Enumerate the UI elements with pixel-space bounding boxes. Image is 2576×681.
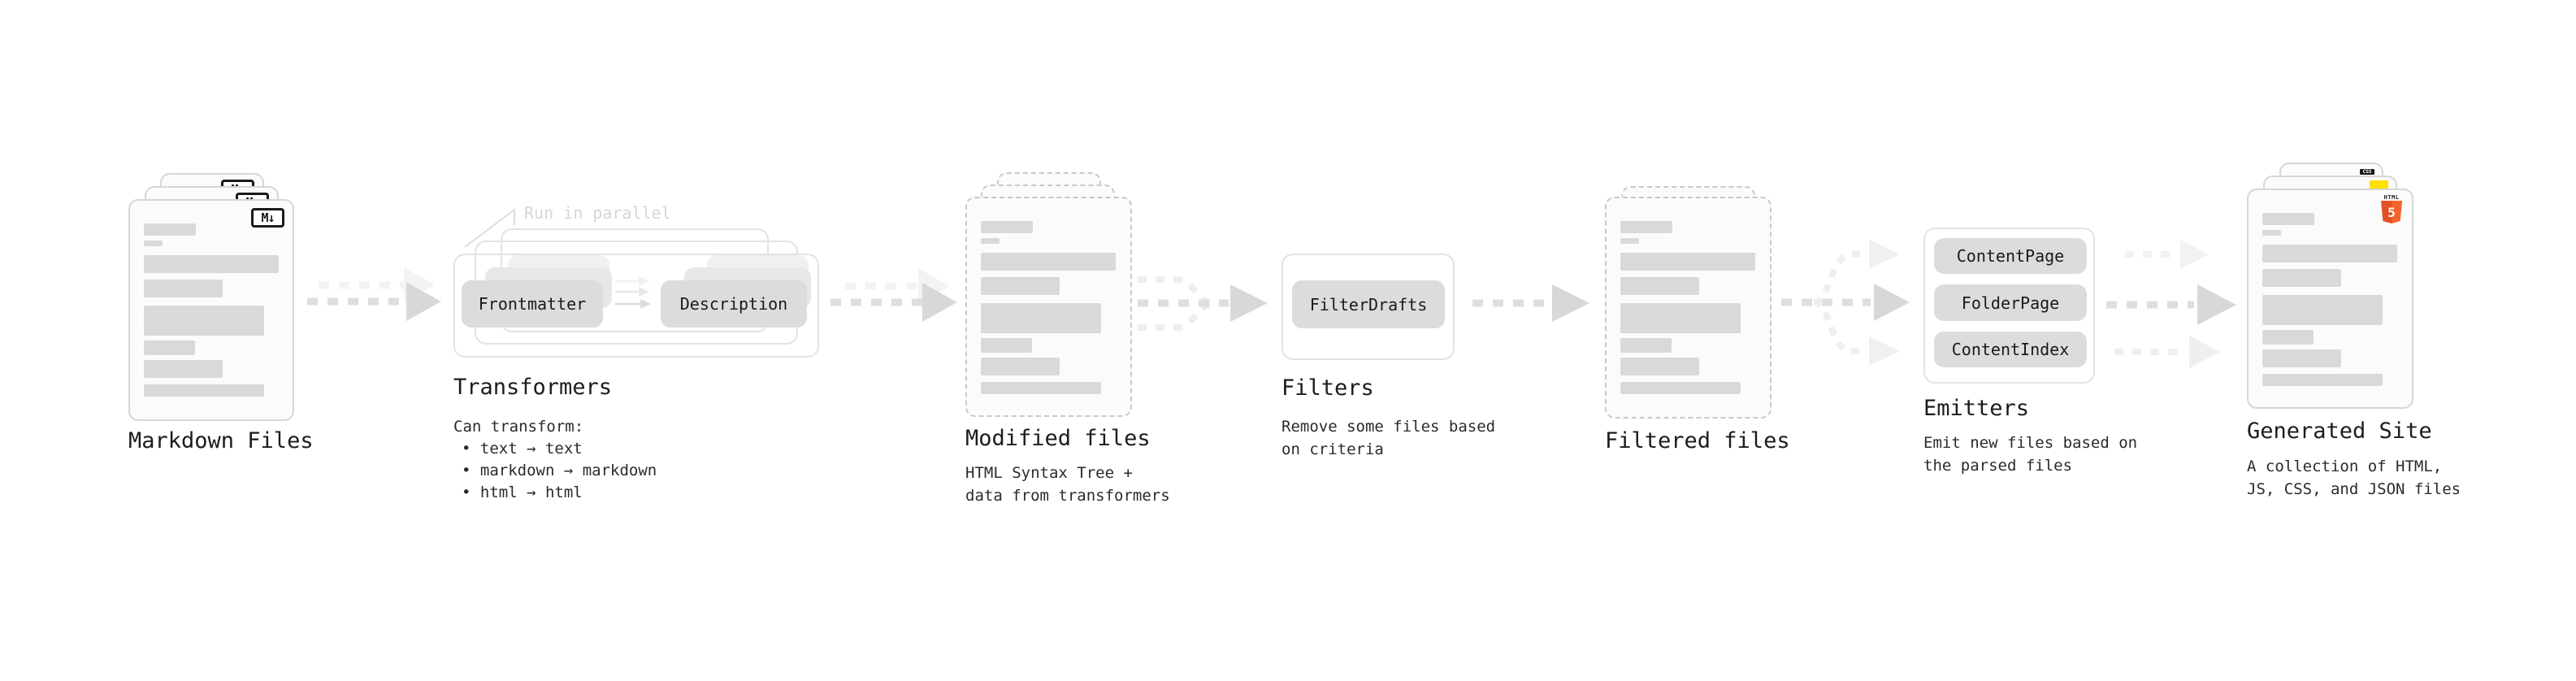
contentpage-pill: ContentPage (1934, 238, 2087, 274)
placeholder-bar (1620, 358, 1699, 375)
transformers-desc-heading: Can transform: (453, 418, 584, 436)
markdown-icon: M↓ (251, 208, 284, 228)
filters-frame (1281, 254, 1455, 360)
generated-site-label: Generated Site (2247, 419, 2432, 444)
placeholder-bar (1620, 277, 1699, 295)
desc-line: data from transformers (965, 487, 1170, 505)
placeholder-bar (144, 306, 264, 336)
html5-icon: HTML 5 (2381, 194, 2402, 227)
frontmatter-pill: Frontmatter (462, 280, 603, 327)
bullet-item: text → text (453, 438, 657, 460)
desc-line: Remove some files based (1281, 418, 1496, 436)
filtered-file-card-front (1605, 197, 1772, 419)
modified-file-card-front (965, 197, 1132, 417)
modified-files-label: Modified files (965, 426, 1151, 451)
placeholder-bar (1620, 382, 1741, 394)
transformers-title: Transformers (453, 375, 613, 400)
placeholder-bar (1620, 221, 1672, 233)
placeholder-bar (144, 223, 196, 236)
arrow-transformers-to-modified (830, 268, 957, 322)
markdown-file-card-front: M↓ (128, 199, 294, 421)
placeholder-bar (1620, 338, 1672, 353)
arrow-modified-to-filters-converge (1138, 276, 1268, 331)
arrow-filtered-to-emitters-fanout (1781, 240, 1910, 366)
placeholder-bar (981, 338, 1032, 353)
placeholder-bar (1620, 238, 1639, 244)
placeholder-bar (144, 255, 279, 273)
placeholder-bar (981, 253, 1116, 271)
placeholder-bar (2262, 269, 2341, 287)
transformers-description: Can transform: text → text markdown → ma… (453, 416, 657, 504)
javascript-icon (2370, 180, 2388, 189)
arrow-filters-to-filtered (1472, 284, 1589, 322)
placeholder-bar (2262, 349, 2341, 367)
arrow-markdown-to-transformers (307, 267, 441, 321)
bullet-item: markdown → markdown (453, 460, 657, 482)
html5-icon-label: HTML (2383, 194, 2400, 201)
placeholder-bar (144, 340, 195, 355)
placeholder-bar (2262, 230, 2281, 236)
document-content-placeholder (2262, 213, 2397, 386)
placeholder-bar (981, 277, 1060, 295)
modified-files-description: HTML Syntax Tree + data from transformer… (965, 462, 1170, 507)
placeholder-bar (1620, 303, 1741, 333)
desc-line: HTML Syntax Tree + (965, 464, 1133, 482)
placeholder-bar (981, 238, 1000, 244)
transformers-bullet-list: text → text markdown → markdown html → h… (453, 438, 657, 504)
placeholder-bar (144, 241, 163, 246)
filtered-files-label: Filtered files (1605, 428, 1790, 453)
generated-site-description: A collection of HTML, JS, CSS, and JSON … (2247, 455, 2461, 501)
placeholder-bar (2262, 330, 2314, 345)
placeholder-bar (2262, 245, 2397, 262)
svg-text:5: 5 (2387, 205, 2396, 220)
bullet-item: html → html (453, 482, 657, 504)
contentindex-pill: ContentIndex (1934, 332, 2087, 367)
emitters-description: Emit new files based on the parsed files (1923, 432, 2137, 477)
placeholder-bar (981, 221, 1033, 233)
placeholder-bar (1620, 253, 1755, 271)
emitters-frame (1923, 228, 2095, 384)
description-pill: Description (661, 280, 807, 327)
placeholder-bar (144, 360, 223, 378)
placeholder-bar (2262, 213, 2314, 225)
document-content-placeholder (981, 221, 1116, 394)
document-content-placeholder (144, 223, 279, 397)
folderpage-pill: FolderPage (1934, 284, 2087, 321)
filters-title: Filters (1281, 375, 1374, 401)
desc-line: JS, CSS, and JSON files (2247, 480, 2461, 498)
filters-description: Remove some files based on criteria (1281, 415, 1495, 461)
placeholder-bar (981, 303, 1101, 333)
transformer-frame-front (453, 254, 819, 358)
placeholder-bar (2262, 374, 2383, 386)
placeholder-bar (981, 382, 1101, 394)
placeholder-bar (2262, 295, 2383, 325)
run-in-parallel-annotation: Run in parallel (524, 203, 671, 223)
document-content-placeholder (1620, 221, 1755, 394)
placeholder-bar (981, 358, 1060, 375)
html5-shield: 5 (2381, 201, 2402, 223)
desc-line: on criteria (1281, 440, 1384, 458)
filterdrafts-pill: FilterDrafts (1292, 280, 1445, 328)
markdown-files-label: Markdown Files (128, 428, 314, 453)
css-icon-label: CSS (2360, 169, 2374, 175)
placeholder-bar (144, 280, 223, 297)
desc-line: the parsed files (1923, 457, 2073, 475)
desc-line: Emit new files based on (1923, 434, 2138, 452)
site-file-card-front: HTML 5 (2247, 189, 2413, 409)
placeholder-bar (144, 384, 264, 397)
desc-line: A collection of HTML, (2247, 458, 2443, 475)
arrows-emitters-to-site (2106, 240, 2236, 368)
emitters-title: Emitters (1923, 396, 2030, 421)
